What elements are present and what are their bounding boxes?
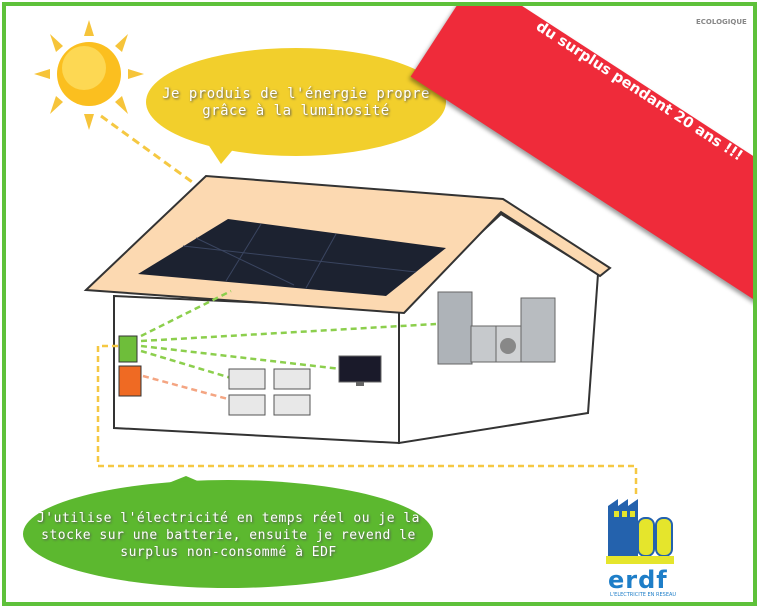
appliances-icon: [437, 291, 556, 365]
inverter-box: [118, 335, 138, 363]
usage-bubble-line: stocke sur une batterie, ensuite je reve…: [41, 528, 416, 543]
ecologique-logo: ECOLOGIQUE: [696, 18, 747, 26]
sun-bubble-text: Je produis de l'énergie propre grâce à l…: [146, 86, 446, 120]
diagram-canvas: [23, 20, 674, 588]
usage-bubble-line: surplus non-consommé à EDF: [120, 545, 337, 560]
usage-bubble-line: J'utilise l'électricité en temps réel ou…: [36, 511, 421, 526]
speech-bubble-usage: [23, 476, 433, 588]
sun-bubble-line: Je produis de l'énergie propre: [162, 86, 430, 102]
solar-panel: [138, 219, 446, 296]
tv-icon: [338, 355, 382, 383]
sun-bubble-line: grâce à la luminosité: [202, 103, 390, 119]
battery-controller-box: [118, 365, 142, 397]
battery-icons: [228, 368, 311, 416]
erdf-tagline: L'ELECTRICITE EN RESEAU: [610, 592, 677, 598]
erdf-factory-icon: [606, 499, 674, 564]
speech-bubble-sun: [146, 48, 446, 164]
house: [83, 174, 638, 496]
erdf-logo: erdf: [608, 566, 668, 594]
usage-bubble-text: J'utilise l'électricité en temps réel ou…: [26, 510, 431, 561]
sun-icon: [34, 20, 144, 130]
